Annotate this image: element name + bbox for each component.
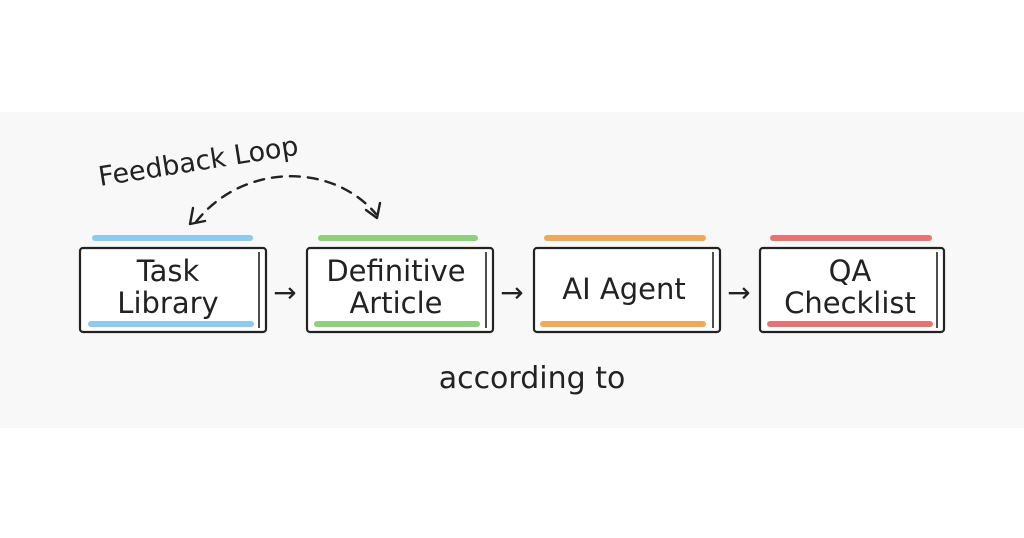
flow-arrow-3: → [727, 276, 750, 309]
step-label-line-1: AI Agent [562, 272, 685, 306]
step-accent-top [318, 235, 478, 241]
step-accent-top [92, 235, 253, 241]
step-accent-top [770, 235, 932, 241]
feedback-loop-label: Feedback Loop [96, 131, 300, 193]
step-accent-bottom [314, 321, 480, 327]
step-definitive-article: Definitive Article [305, 235, 495, 334]
step-label-line-1: Task [136, 254, 200, 288]
connector-note: according to [439, 361, 626, 396]
step-ai-agent: AI Agent [532, 235, 722, 334]
step-accent-bottom [767, 321, 933, 327]
step-qa-checklist: QA Checklist [758, 235, 946, 334]
step-box [305, 246, 495, 334]
feedback-arrowhead-left [188, 206, 207, 226]
step-accent-top [544, 235, 706, 241]
feedback-arrowhead-right [364, 201, 382, 220]
step-box [532, 246, 722, 334]
step-label-line-2: Library [117, 286, 218, 320]
step-accent-bottom [540, 321, 706, 327]
flow-arrow-2: → [500, 276, 523, 309]
step-box [78, 246, 268, 334]
flow-arrow-1: → [273, 276, 296, 309]
step-label-line-1: QA [829, 254, 872, 288]
step-accent-bottom [88, 321, 254, 327]
step-box [758, 246, 946, 334]
step-task-library: Task Library [78, 235, 268, 334]
step-label-line-1: Definitive [326, 254, 465, 288]
feedback-loop-arrow [194, 175, 378, 224]
step-label-line-2: Checklist [784, 286, 916, 320]
step-label-line-2: Article [349, 286, 442, 320]
